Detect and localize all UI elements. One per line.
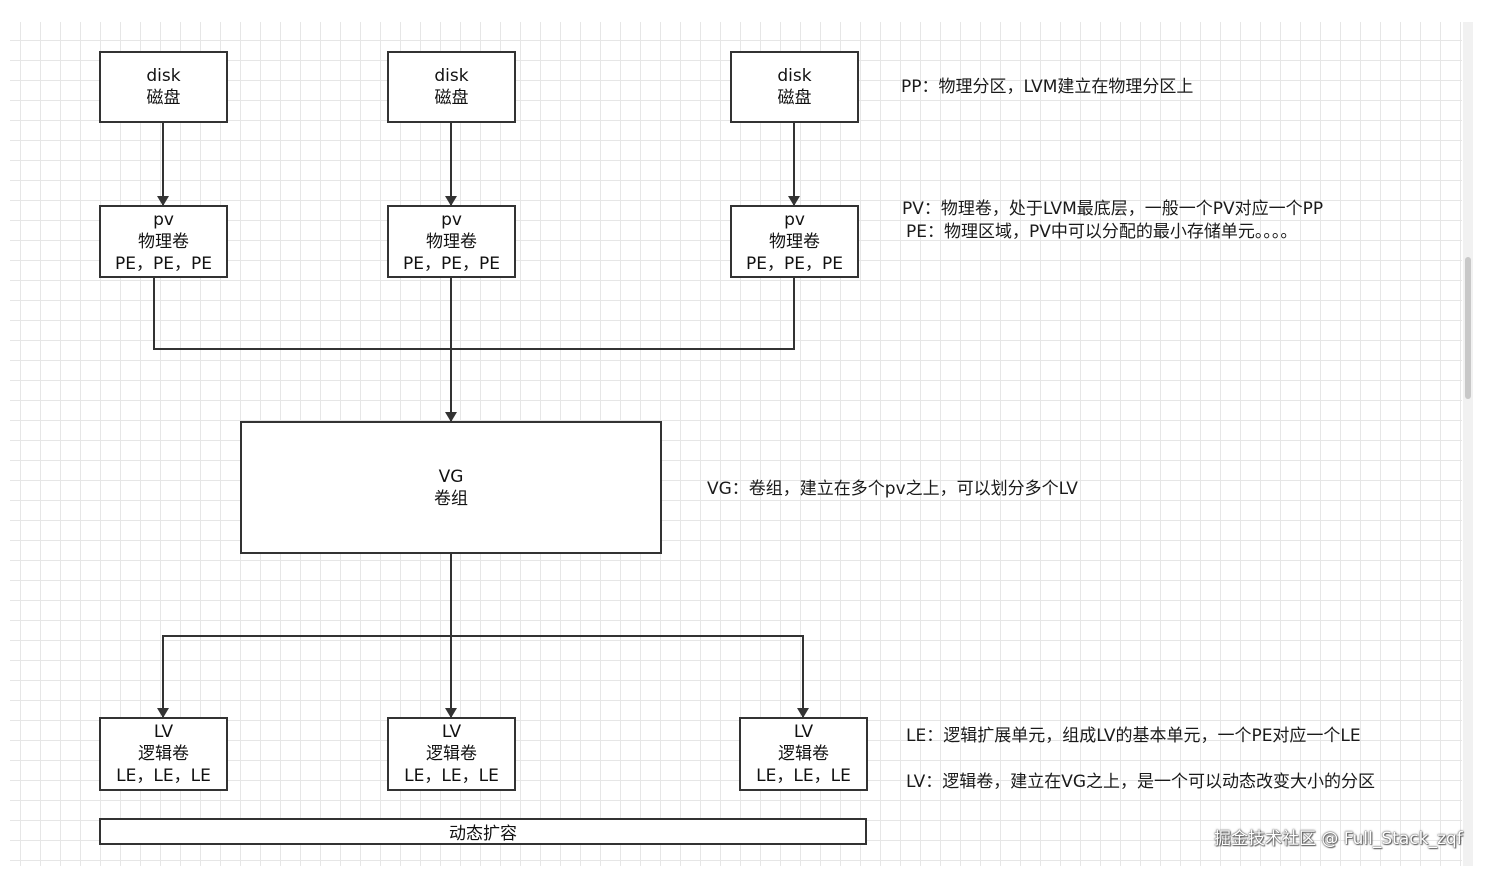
disk-title: disk	[434, 66, 469, 86]
lv-units: LE，LE，LE	[404, 766, 499, 786]
vg-title: VG	[438, 466, 464, 487]
pv-units: PE，PE，PE	[746, 253, 843, 274]
dynamic-expand-bar[interactable]: 动态扩容	[99, 818, 867, 845]
pv-subtitle: 物理卷	[426, 231, 477, 252]
pv-title: pv	[784, 209, 805, 230]
lv-title: LV	[441, 722, 462, 742]
watermark: 掘金技术社区 @ Full_Stack_zqf	[1214, 829, 1463, 849]
note-le: LE：逻辑扩展单元，组成LV的基本单元，一个PE对应一个LE	[906, 726, 1361, 746]
note-lv: LV：逻辑卷，建立在VG之上，是一个可以动态改变大小的分区	[906, 772, 1376, 792]
disk-box-2[interactable]: disk 磁盘	[387, 51, 516, 123]
note-pe: PE：物理区域，PV中可以分配的最小存储单元。。。。	[906, 222, 1298, 242]
vertical-scrollbar[interactable]	[1463, 22, 1473, 866]
disk-box-1[interactable]: disk 磁盘	[99, 51, 228, 123]
vg-subtitle: 卷组	[434, 488, 468, 509]
lv-title: LV	[153, 722, 174, 742]
pv-units: PE，PE，PE	[403, 253, 500, 274]
pv-box-3[interactable]: pv 物理卷 PE，PE，PE	[730, 205, 859, 278]
disk-title: disk	[777, 66, 812, 86]
pv-subtitle: 物理卷	[138, 231, 189, 252]
lv-units: LE，LE，LE	[756, 766, 851, 786]
lv-subtitle: 逻辑卷	[426, 744, 477, 764]
lv-title: LV	[793, 722, 814, 742]
disk-subtitle: 磁盘	[146, 88, 181, 108]
disk-box-3[interactable]: disk 磁盘	[730, 51, 859, 123]
pv-title: pv	[153, 209, 174, 230]
lv-box-1[interactable]: LV 逻辑卷 LE，LE，LE	[99, 717, 228, 791]
scrollbar-thumb[interactable]	[1465, 257, 1471, 399]
arrow-vg-lv3	[451, 635, 809, 718]
pv-box-1[interactable]: pv 物理卷 PE，PE，PE	[99, 205, 228, 278]
lv-subtitle: 逻辑卷	[778, 744, 829, 764]
connector-pv1-bus	[153, 277, 451, 350]
pv-title: pv	[441, 209, 462, 230]
connector-pv3-bus	[451, 277, 795, 350]
note-pp: PP：物理分区，LVM建立在物理分区上	[901, 77, 1194, 97]
pv-units: PE，PE，PE	[115, 253, 212, 274]
dynamic-expand-label: 动态扩容	[449, 824, 517, 844]
lv-box-2[interactable]: LV 逻辑卷 LE，LE，LE	[387, 717, 516, 791]
disk-title: disk	[146, 66, 181, 86]
pv-box-2[interactable]: pv 物理卷 PE，PE，PE	[387, 205, 516, 278]
vg-box[interactable]: VG 卷组	[240, 421, 662, 554]
pv-subtitle: 物理卷	[769, 231, 820, 252]
note-pv: PV：物理卷，处于LVM最底层，一般一个PV对应一个PP	[902, 199, 1324, 219]
disk-subtitle: 磁盘	[434, 88, 469, 108]
lv-box-3[interactable]: LV 逻辑卷 LE，LE，LE	[739, 717, 868, 791]
disk-subtitle: 磁盘	[777, 88, 812, 108]
lv-units: LE，LE，LE	[116, 766, 211, 786]
note-vg: VG：卷组，建立在多个pv之上，可以划分多个LV	[707, 479, 1078, 499]
lv-subtitle: 逻辑卷	[138, 744, 189, 764]
diagram-canvas	[10, 22, 1462, 866]
arrow-vg-lv1	[157, 635, 451, 718]
